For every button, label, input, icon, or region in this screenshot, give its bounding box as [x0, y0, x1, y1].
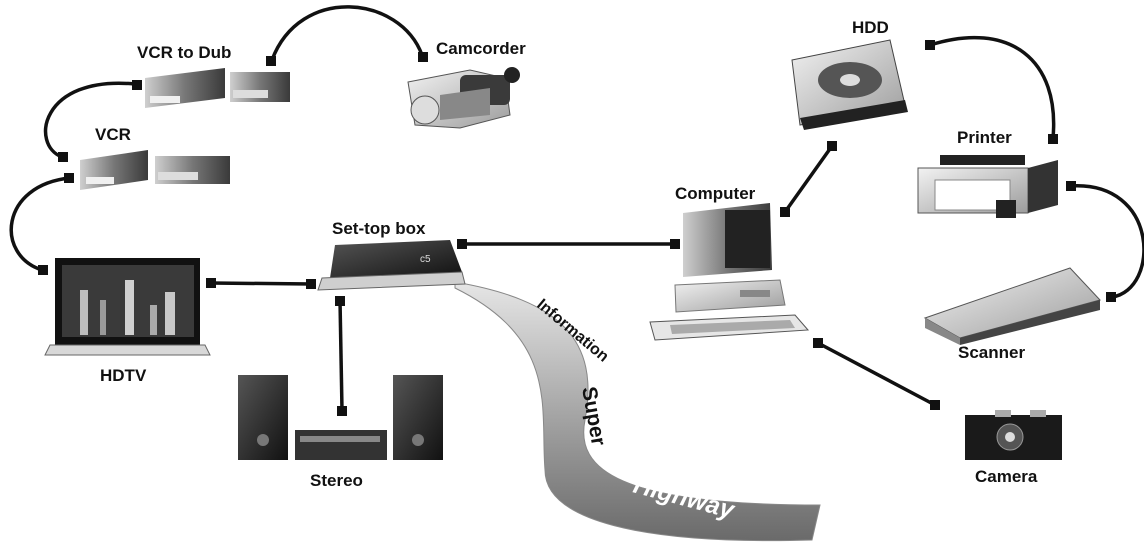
- plug: [813, 338, 823, 348]
- plug: [335, 296, 345, 306]
- scanner-device: [925, 268, 1100, 345]
- plug: [132, 80, 142, 90]
- camera-device: [965, 410, 1062, 460]
- cable-hdd-printer: [930, 38, 1054, 138]
- set-top-box-device: c5: [318, 240, 465, 290]
- plug: [206, 278, 216, 288]
- plug: [64, 173, 74, 183]
- printer-device: [918, 155, 1058, 218]
- camcorder-icon: [408, 67, 520, 128]
- hdtv-device: [45, 258, 210, 355]
- plug: [1048, 134, 1058, 144]
- label-scanner: Scanner: [958, 343, 1025, 362]
- plug: [457, 239, 467, 249]
- vcr-to-dub-device: [145, 68, 290, 108]
- plug: [925, 40, 935, 50]
- plug: [58, 152, 68, 162]
- label-vcr: VCR: [95, 125, 131, 144]
- cable-dub-camcorder: [272, 7, 422, 60]
- plug: [337, 406, 347, 416]
- label-computer: Computer: [675, 184, 756, 203]
- label-camera: Camera: [975, 467, 1038, 486]
- label-printer: Printer: [957, 128, 1012, 147]
- plug: [930, 400, 940, 410]
- label-set-top-box: Set-top box: [332, 219, 426, 238]
- plug: [38, 265, 48, 275]
- plug: [827, 141, 837, 151]
- label-hdtv: HDTV: [100, 366, 147, 385]
- cable-dub-vcr: [46, 83, 135, 157]
- label-vcr-to-dub: VCR to Dub: [137, 43, 231, 62]
- plug: [1106, 292, 1116, 302]
- plug: [418, 52, 428, 62]
- label-stereo: Stereo: [310, 471, 363, 490]
- cable-vcr-hdtv: [11, 178, 70, 270]
- plug: [1066, 181, 1076, 191]
- cable-computer-hdd: [785, 146, 832, 212]
- label-camcorder: Camcorder: [436, 39, 526, 58]
- plug: [780, 207, 790, 217]
- label-hdd: HDD: [852, 18, 889, 37]
- plug: [306, 279, 316, 289]
- plug: [670, 239, 680, 249]
- cable-computer-camera: [818, 343, 935, 405]
- computer-device: [650, 203, 808, 340]
- set-top-box-display: c5: [420, 254, 431, 265]
- vcr-device: [80, 150, 230, 190]
- hdd-device: [792, 40, 908, 130]
- plug: [266, 56, 276, 66]
- cable-hdtv-settop: [210, 283, 312, 284]
- cable-settop-stereo: [340, 300, 342, 410]
